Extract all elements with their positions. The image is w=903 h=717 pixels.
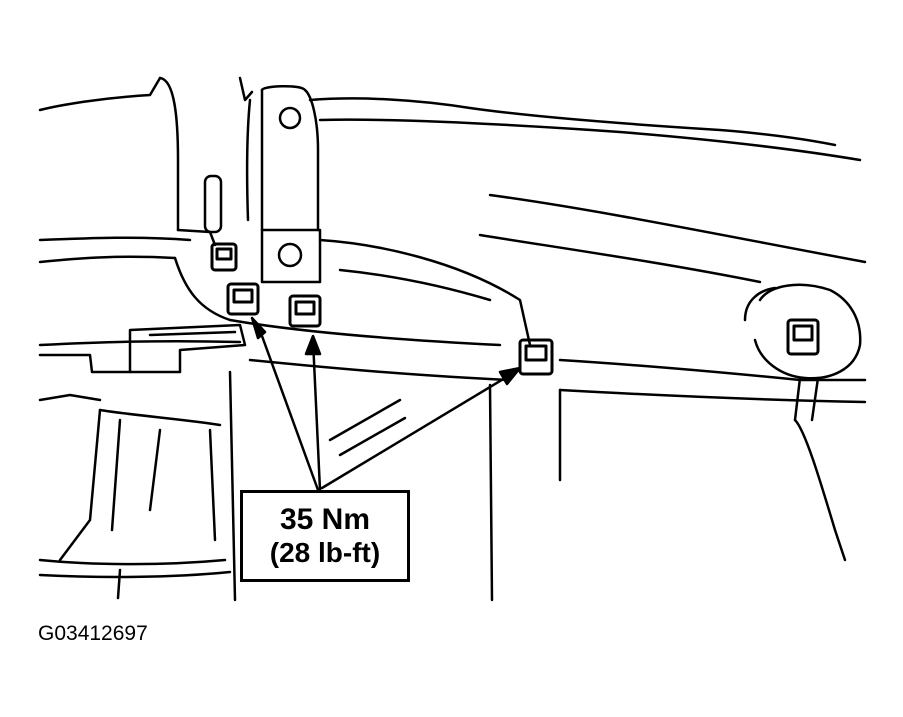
casting-marks: [328, 398, 407, 457]
right-round-mount: [743, 283, 862, 562]
torque-metric-label: 35 Nm: [279, 502, 371, 536]
left-pin: [176, 174, 223, 247]
mount-bracket: [245, 85, 322, 284]
nut-center: [288, 294, 322, 328]
upper-housing-outline: [38, 76, 867, 284]
leader-arrows: [250, 316, 522, 492]
nut-round-mount: [786, 318, 820, 356]
lower-left-structure: [38, 370, 562, 602]
nut-upper-left: [210, 242, 238, 272]
torque-callout: 35 Nm (28 lb-ft): [240, 490, 410, 582]
figure-id-label: G03412697: [38, 622, 148, 645]
nut-left: [226, 282, 260, 316]
lower-body-outline: [38, 236, 867, 404]
torque-imperial-label: (28 lb-ft): [269, 537, 381, 569]
nut-right: [518, 338, 554, 376]
bolt-nuts: [210, 242, 820, 376]
